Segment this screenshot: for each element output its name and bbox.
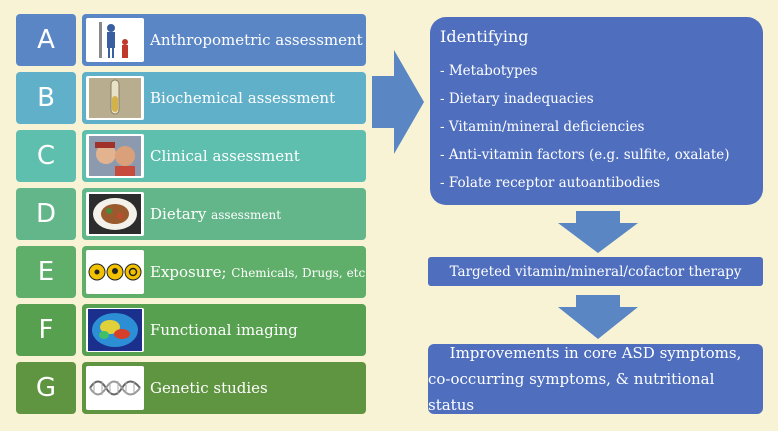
identifying-panel: Identifying - Metabotypes - Dietary inad… (430, 17, 763, 205)
assessment-bar: Dietary assessment (82, 188, 366, 240)
brain-scan-icon (86, 308, 144, 352)
identifying-list: - Metabotypes - Dietary inadequacies - V… (440, 57, 730, 197)
assessment-bar: Exposure; Chemicals, Drugs, etc (82, 246, 366, 298)
therapy-box: Targeted vitamin/mineral/cofactor therap… (428, 257, 763, 286)
down-arrow-icon (558, 295, 638, 339)
assessment-label: Anthropometric assessment (150, 31, 363, 49)
person-measuring-icon (86, 18, 144, 62)
assessment-label-main: Biochemical assessment (150, 89, 336, 107)
assessment-label: Functional imaging (150, 321, 298, 339)
list-item: - Vitamin/mineral deficiencies (440, 119, 645, 135)
assessment-bar: Biochemical assessment (82, 72, 366, 124)
assessment-label-main: Exposure; (150, 263, 232, 281)
row-letter: D (16, 188, 76, 240)
list-item: - Folate receptor autoantibodies (440, 175, 661, 191)
assessment-bar: Functional imaging (82, 304, 366, 356)
assessment-label: Dietary assessment (150, 205, 281, 223)
assessment-label-detail: assessment (211, 208, 282, 222)
assessment-bar: Clinical assessment (82, 130, 366, 182)
list-item: - Dietary inadequacies (440, 91, 594, 107)
row-letter: C (16, 130, 76, 182)
row-letter: F (16, 304, 76, 356)
test-tube-icon (86, 76, 144, 120)
list-item: - Anti-vitamin factors (e.g. sulfite, ox… (440, 147, 730, 163)
assessment-bar: Anthropometric assessment (82, 14, 366, 66)
food-plate-icon (86, 192, 144, 236)
outcome-line-1: Improvements in core ASD symptoms, (449, 344, 742, 362)
hazard-symbols-icon (86, 250, 144, 294)
row-letter: E (16, 246, 76, 298)
assessment-label-main: Genetic studies (150, 379, 268, 397)
row-letter: B (16, 72, 76, 124)
assessment-label-main: Dietary (150, 205, 212, 223)
row-letter: G (16, 362, 76, 414)
assessment-label: Exposure; Chemicals, Drugs, etc (150, 263, 365, 281)
assessment-label-detail: Chemicals, Drugs, etc (231, 266, 366, 280)
children-photo-icon (86, 134, 144, 178)
outcome-line-2: co-occurring symptoms, & nutritional sta… (428, 370, 715, 414)
right-arrow-icon (372, 50, 424, 154)
assessment-label-main: Anthropometric assessment (150, 31, 363, 49)
assessment-label-main: Clinical assessment (150, 147, 300, 165)
identifying-title: Identifying (440, 27, 529, 46)
assessment-bar: Genetic studies (82, 362, 366, 414)
assessment-label: Genetic studies (150, 379, 268, 397)
outcome-box: Improvements in core ASD symptoms, co-oc… (428, 344, 763, 414)
dna-icon (86, 366, 144, 410)
row-letter: A (16, 14, 76, 66)
assessment-label-main: Functional imaging (150, 321, 298, 339)
list-item: - Metabotypes (440, 63, 538, 79)
down-arrow-icon (558, 211, 638, 253)
assessment-label: Clinical assessment (150, 147, 300, 165)
assessment-label: Biochemical assessment (150, 89, 335, 107)
